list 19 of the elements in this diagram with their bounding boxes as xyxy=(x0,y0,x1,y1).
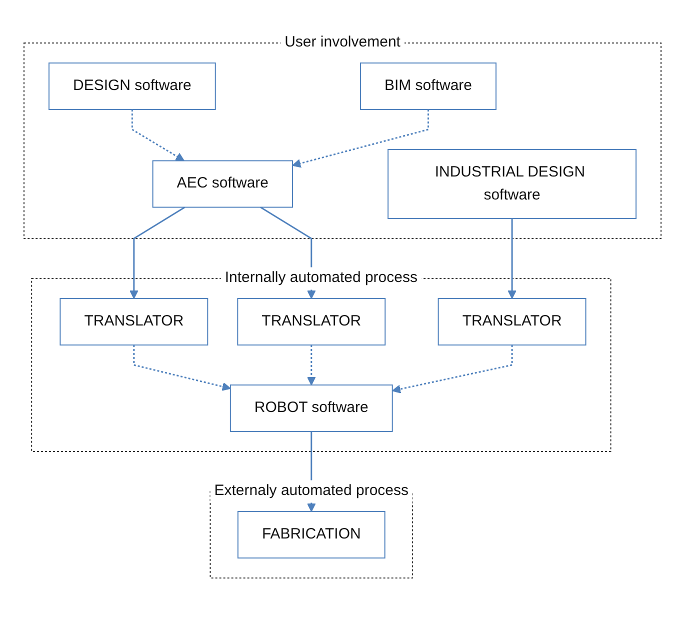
node-box: DESIGN software xyxy=(48,62,216,110)
arrow xyxy=(392,344,514,393)
arrow xyxy=(508,218,517,298)
node-box: TRANSLATOR xyxy=(438,298,587,345)
arrow xyxy=(134,344,232,390)
arrow xyxy=(132,109,185,161)
node-label: User involvement xyxy=(285,33,401,50)
node-box: AEC software xyxy=(152,160,294,208)
node-label: Internally automated process xyxy=(225,268,418,286)
node-box: TRANSLATOR xyxy=(238,298,386,345)
node-box: INDUSTRIAL DESIGN software xyxy=(388,148,638,218)
node-label: Externaly automated process xyxy=(214,482,409,499)
arrow xyxy=(307,344,316,385)
node-box: FABRICATION xyxy=(238,510,386,558)
node-box: TRANSLATOR xyxy=(60,298,209,345)
node-box: ROBOT software xyxy=(230,384,394,432)
arrow xyxy=(130,206,186,298)
arrow xyxy=(292,109,430,168)
node-box: BIM software xyxy=(360,62,497,110)
